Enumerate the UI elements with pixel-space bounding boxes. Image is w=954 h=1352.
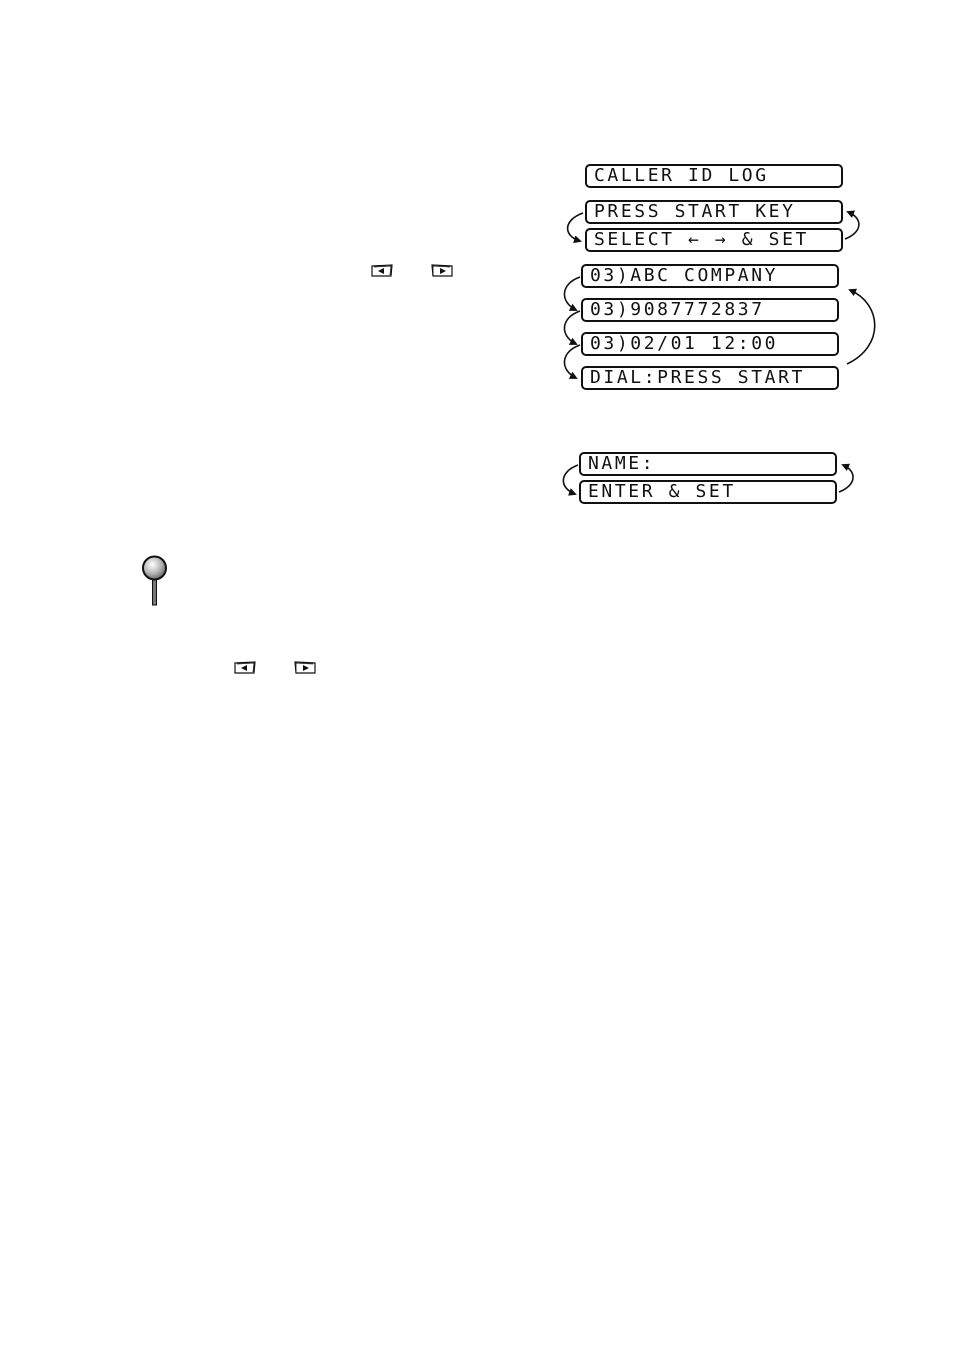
cycle-arrow-left-3 <box>563 344 581 379</box>
lcd-dial-press-start: DIAL:PRESS START <box>581 366 839 390</box>
right-arrow-key-icon <box>294 661 316 674</box>
lcd-name-prompt: NAME: <box>579 452 837 476</box>
cycle-arrow-left-prompt <box>566 212 584 244</box>
cycle-arrow-left-1 <box>563 276 581 311</box>
cycle-arrow-left-name <box>562 464 579 496</box>
lcd-entry-datetime: 03)02/01 12:00 <box>581 332 839 356</box>
right-arrow-key-icon <box>431 264 453 277</box>
magnifier-note-icon <box>142 555 167 606</box>
cycle-arrow-right-name <box>838 463 854 493</box>
lcd-caller-id-log: CALLER ID LOG <box>585 164 843 188</box>
lcd-entry-number: 03)9087772837 <box>581 298 839 322</box>
left-arrow-key-icon <box>234 661 256 674</box>
lcd-press-start-key: PRESS START KEY <box>585 200 843 224</box>
lcd-enter-set: ENTER & SET <box>579 480 837 504</box>
lcd-entry-name: 03)ABC COMPANY <box>581 264 839 288</box>
cycle-arrow-return <box>846 288 876 365</box>
left-arrow-key-icon <box>371 264 393 277</box>
cycle-arrow-left-2 <box>563 310 581 345</box>
lcd-select-set: SELECT ← → & SET <box>585 228 843 252</box>
cycle-arrow-right-prompt <box>844 210 860 240</box>
